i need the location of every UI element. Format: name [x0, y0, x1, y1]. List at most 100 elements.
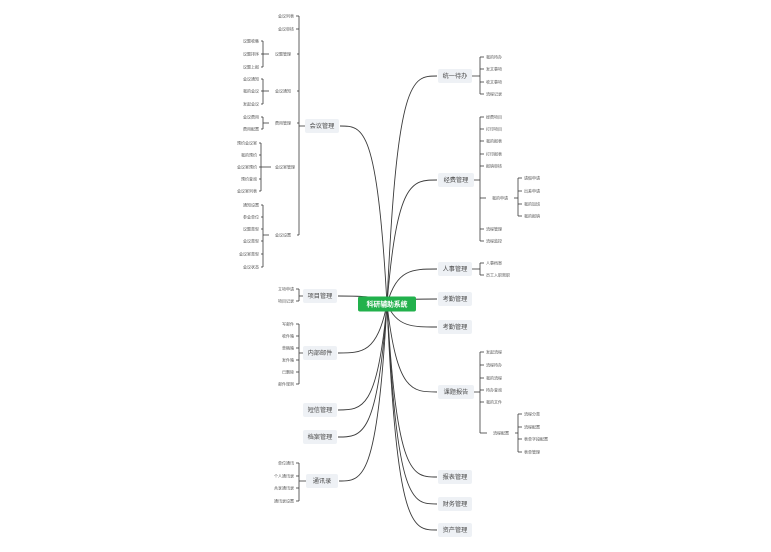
branch-node-baobiao[interactable]: 报表管理	[438, 470, 472, 484]
leaf-node[interactable]: 我的报销	[524, 212, 540, 218]
leaf-node[interactable]: 议题收集	[243, 37, 259, 43]
leaf-node[interactable]: 通知设置	[243, 201, 259, 207]
leaf-node[interactable]: 我的预约	[241, 151, 257, 157]
branch-node-caiwu[interactable]: 财务管理	[438, 497, 472, 511]
connector-line	[386, 303, 438, 505]
branch-node-xiangmu[interactable]: 项目管理	[303, 289, 337, 303]
leaf-node[interactable]: 发文事项	[486, 65, 502, 71]
branch-box	[438, 497, 472, 511]
leaf-node[interactable]: 流程管理	[486, 225, 502, 231]
branch-box	[303, 346, 337, 360]
subgroup-node[interactable]: 会议通知	[275, 87, 291, 93]
connector-line	[337, 303, 388, 438]
branch-node-tongyi[interactable]: 统一待办	[438, 69, 472, 83]
subgroup-node[interactable]: 我的申请	[492, 194, 508, 200]
leaf-node[interactable]: 我的流程	[486, 374, 502, 380]
leaf-node[interactable]: 待办查询	[486, 386, 502, 392]
leaf-node[interactable]: 费用配置	[243, 125, 259, 131]
leaf-node[interactable]: 发起会议	[243, 100, 259, 106]
leaf-node[interactable]: 会议通知	[243, 75, 259, 81]
leaf-node[interactable]: 会议类型	[243, 237, 259, 243]
leaf-node[interactable]: 写邮件	[282, 320, 294, 326]
branch-node-zichan[interactable]: 资产管理	[438, 523, 472, 537]
branch-node-kaohe[interactable]: 考勤管理	[438, 320, 472, 334]
leaf-node[interactable]: 人事档案	[486, 259, 502, 265]
branch-box	[438, 173, 474, 187]
leaf-node[interactable]: 流程监控	[486, 237, 502, 243]
root-node[interactable]: 科研辅助系统	[358, 296, 416, 312]
branch-node-jingfei[interactable]: 经费管理	[438, 173, 474, 187]
leaf-node[interactable]: 预约查询	[241, 175, 257, 181]
branch-node-keyan[interactable]: 课题报告	[438, 385, 474, 399]
leaf-node[interactable]: 我的会议	[243, 87, 259, 93]
branch-label: 报表管理	[443, 473, 468, 481]
leaf-node[interactable]: 已删除	[282, 368, 294, 374]
leaf-node[interactable]: 邮件规则	[278, 380, 294, 386]
leaf-node[interactable]: 我的报表	[486, 137, 502, 143]
leaf-node[interactable]: 会议列表	[278, 12, 294, 18]
leaf-node[interactable]: 表单管理	[524, 448, 540, 454]
leaf-node[interactable]: 发起流程	[486, 348, 502, 354]
subgroup-node[interactable]: 议题管理	[275, 50, 291, 56]
leaf-node[interactable]: 项目记录	[278, 297, 294, 303]
leaf-node[interactable]: 我的待办	[486, 53, 502, 59]
branch-node-huiyi[interactable]: 会议管理	[305, 119, 339, 133]
leaf-node[interactable]: 议题排序	[243, 50, 259, 56]
leaf-node[interactable]: 发件箱	[282, 356, 294, 362]
branch-label: 资产管理	[443, 526, 468, 534]
leaf-node[interactable]: 会议审核	[278, 25, 294, 31]
branch-node-duanxin[interactable]: 短信管理	[303, 403, 337, 417]
connector-line	[386, 179, 438, 305]
leaf-node[interactable]: 流程待办	[486, 361, 502, 367]
branch-label: 短信管理	[308, 406, 333, 414]
leaf-node[interactable]: 参会单位	[243, 213, 259, 219]
leaf-node[interactable]: 收文事项	[486, 78, 502, 84]
leaf-node[interactable]: 立项申请	[278, 285, 294, 291]
leaf-node[interactable]: 打印项目	[486, 125, 502, 131]
branch-box	[438, 320, 472, 334]
leaf-node[interactable]: 表单字段配置	[524, 435, 548, 441]
leaf-node[interactable]: 打印报表	[486, 150, 502, 156]
leaf-node[interactable]: 我的加班	[524, 200, 540, 206]
branch-label: 考勤管理	[443, 295, 468, 303]
branch-label: 统一待办	[443, 72, 468, 80]
connector-line	[339, 125, 388, 305]
leaf-node[interactable]: 流程分类	[524, 410, 540, 416]
leaf-node[interactable]: 流程记录	[486, 90, 502, 96]
leaf-node[interactable]: 共享通讯录	[274, 484, 294, 490]
branch-label: 经费管理	[444, 176, 469, 184]
subgroup-node[interactable]: 会议设置	[275, 231, 291, 237]
branch-node-renshi[interactable]: 人事管理	[438, 262, 472, 276]
leaf-node[interactable]: 我的文件	[486, 398, 502, 404]
leaf-node[interactable]: 会议室类型	[239, 250, 259, 256]
branch-node-tongxunlu[interactable]: 通讯录	[306, 474, 338, 488]
leaf-node[interactable]: 议题上报	[243, 63, 259, 69]
leaf-node[interactable]: 个人通讯录	[274, 472, 294, 478]
leaf-node[interactable]: 收件箱	[282, 332, 294, 338]
subgroup-node[interactable]: 费用管理	[275, 119, 291, 125]
leaf-node[interactable]: 会议室列表	[237, 187, 257, 193]
leaf-node[interactable]: 报销审核	[486, 162, 502, 168]
leaf-node[interactable]: 流程配置	[524, 423, 540, 429]
leaf-node[interactable]: 请假申请	[524, 174, 540, 180]
leaf-node[interactable]: 单位通讯	[278, 459, 294, 465]
leaf-node[interactable]: 经费项目	[486, 113, 502, 119]
leaf-node[interactable]: 通讯录设置	[274, 497, 294, 503]
leaf-node[interactable]: 出差申请	[524, 187, 540, 193]
branch-label: 项目管理	[308, 292, 333, 300]
branch-node-neibu[interactable]: 内部邮件	[303, 346, 337, 360]
branch-node-kaoqin[interactable]: 考勤管理	[438, 292, 472, 306]
branch-box	[438, 262, 472, 276]
leaf-node[interactable]: 草稿箱	[282, 344, 294, 350]
leaf-node[interactable]: 会议室预约	[237, 163, 257, 169]
leaf-node[interactable]: 会议费用	[243, 113, 259, 119]
branch-node-dangan[interactable]: 档案管理	[303, 430, 337, 444]
subgroup-node[interactable]: 流程配置	[493, 429, 509, 435]
branch-label: 通讯录	[313, 477, 332, 485]
leaf-node[interactable]: 议题类型	[243, 225, 259, 231]
branch-label: 内部邮件	[308, 349, 333, 357]
subgroup-node[interactable]: 会议室管理	[275, 163, 295, 169]
leaf-node[interactable]: 员工入职离职	[486, 271, 510, 277]
leaf-node[interactable]: 预约会议室	[237, 139, 257, 145]
leaf-node[interactable]: 会议状态	[243, 263, 259, 269]
